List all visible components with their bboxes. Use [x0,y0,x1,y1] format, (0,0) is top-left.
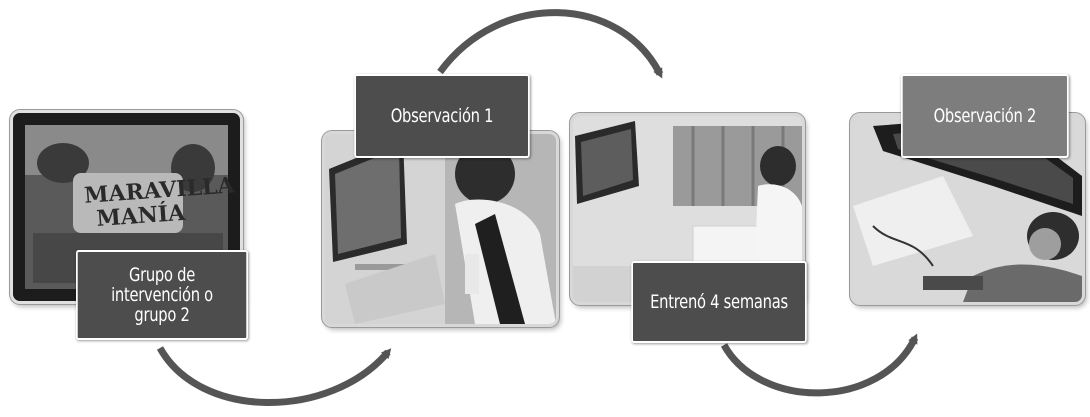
arrow-2-to-3 [437,9,664,79]
label-intervention-group: Grupo de intervención o grupo 2 [76,250,248,340]
logo-maravilla-mania: MARAVILLA MANÍA [83,172,236,233]
label-trained-4-weeks: Entrenó 4 semanas [631,261,807,343]
label-observation-2: Observación 2 [901,74,1069,158]
arrow-1-to-2 [156,346,392,406]
photo-observation-1 [322,131,559,327]
arrow-3-to-4 [720,333,919,397]
label-observation-1: Observación 1 [354,74,530,158]
